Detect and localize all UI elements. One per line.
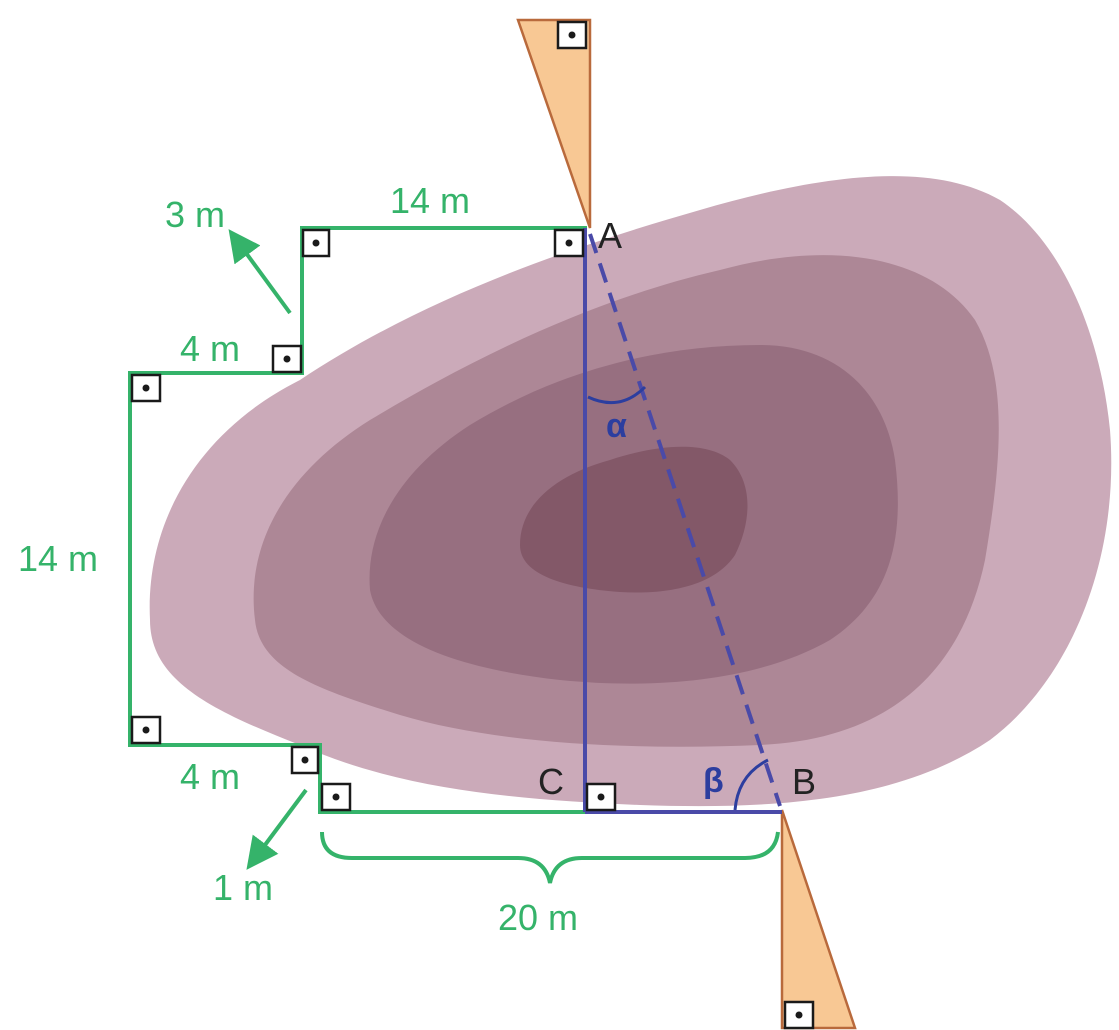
label-top: 14 m [390, 180, 470, 221]
triangle-acb [583, 228, 782, 814]
point-b: B [792, 761, 816, 802]
hill-contours [149, 176, 1112, 807]
segment-ab [588, 233, 782, 807]
label-bottom-left: 4 m [180, 756, 240, 797]
angle-beta: β [703, 762, 724, 800]
beta-arc [733, 758, 769, 811]
right-angle-marker [585, 782, 617, 812]
right-angle-markers [130, 20, 815, 1030]
right-angle-marker [130, 373, 162, 403]
step-down-arrow [246, 788, 308, 870]
measurement-labels: 14 m 3 m 4 m 14 m 4 m 1 m 20 m [18, 180, 578, 938]
label-step-down: 1 m [213, 867, 273, 908]
right-angle-marker [301, 228, 331, 258]
right-angle-marker [320, 782, 352, 812]
point-labels: A C B [538, 215, 816, 802]
base-brace [320, 831, 780, 884]
label-left: 14 m [18, 538, 98, 579]
alpha-arc [587, 385, 647, 405]
angle-alpha: α [606, 407, 627, 445]
contour-inner [520, 446, 748, 593]
label-base: 20 m [498, 897, 578, 938]
right-angle-marker [556, 20, 588, 50]
sighting-wedges [516, 18, 857, 1030]
point-c: C [538, 761, 564, 802]
right-angle-marker [271, 344, 303, 374]
right-angle-marker [290, 745, 320, 775]
label-step-left: 4 m [180, 328, 240, 369]
right-angle-marker [783, 1000, 815, 1030]
right-angle-marker [553, 228, 585, 258]
angle-labels: α β [606, 407, 724, 800]
step-up-arrow [228, 229, 292, 315]
bottom-wedge [780, 809, 857, 1030]
top-wedge [516, 18, 592, 229]
right-angle-marker [130, 715, 162, 745]
label-step-up: 3 m [165, 194, 225, 235]
point-a: A [598, 215, 622, 256]
